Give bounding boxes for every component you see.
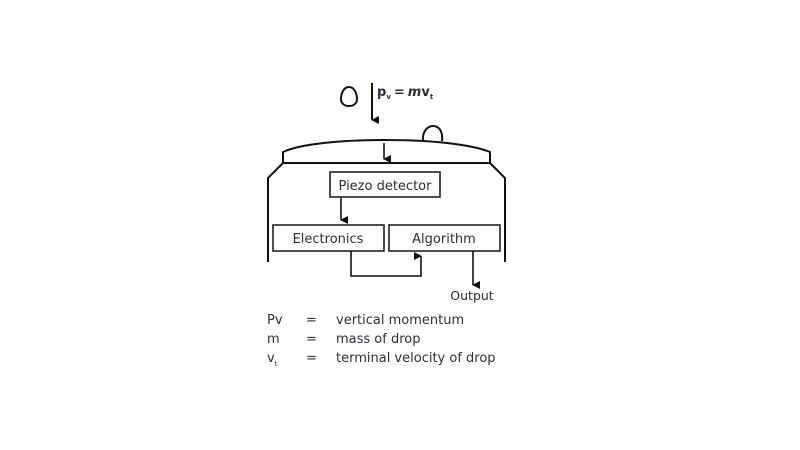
sensor-housing: [282, 138, 491, 164]
legend-row: m = mass of drop: [267, 332, 421, 347]
algorithm-box: [388, 224, 501, 252]
legend-equals: =: [306, 351, 317, 366]
legend-definition: terminal velocity of drop: [336, 351, 496, 366]
resting-drop-icon: [421, 124, 444, 142]
legend-definition: vertical momentum: [336, 313, 464, 328]
legend-definition: mass of drop: [336, 332, 421, 347]
piezo-detector-label: Piezo detector: [339, 179, 433, 194]
legend-equals: =: [306, 332, 317, 347]
legend-equals: =: [306, 313, 317, 328]
legend-symbol: Pv: [267, 313, 283, 328]
legend-row: Pv = vertical momentum: [267, 313, 464, 328]
electronics-box: [272, 224, 385, 252]
legend-symbol: vt: [267, 351, 278, 368]
sensor-body: [267, 162, 506, 262]
legend: Pv = vertical momentum m = mass of drop …: [267, 313, 496, 368]
output-label: Output: [450, 288, 494, 303]
formula: pv=mvt: [377, 85, 434, 101]
raindrop-icon: [339, 85, 359, 108]
electronics-label: Electronics: [293, 232, 364, 247]
piezo-detector-box: [329, 171, 441, 198]
algorithm-label: Algorithm: [412, 232, 476, 247]
legend-row: vt = terminal velocity of drop: [267, 351, 496, 368]
legend-symbol: m: [267, 332, 280, 347]
electronics-to-algorithm-connector: [350, 251, 422, 277]
